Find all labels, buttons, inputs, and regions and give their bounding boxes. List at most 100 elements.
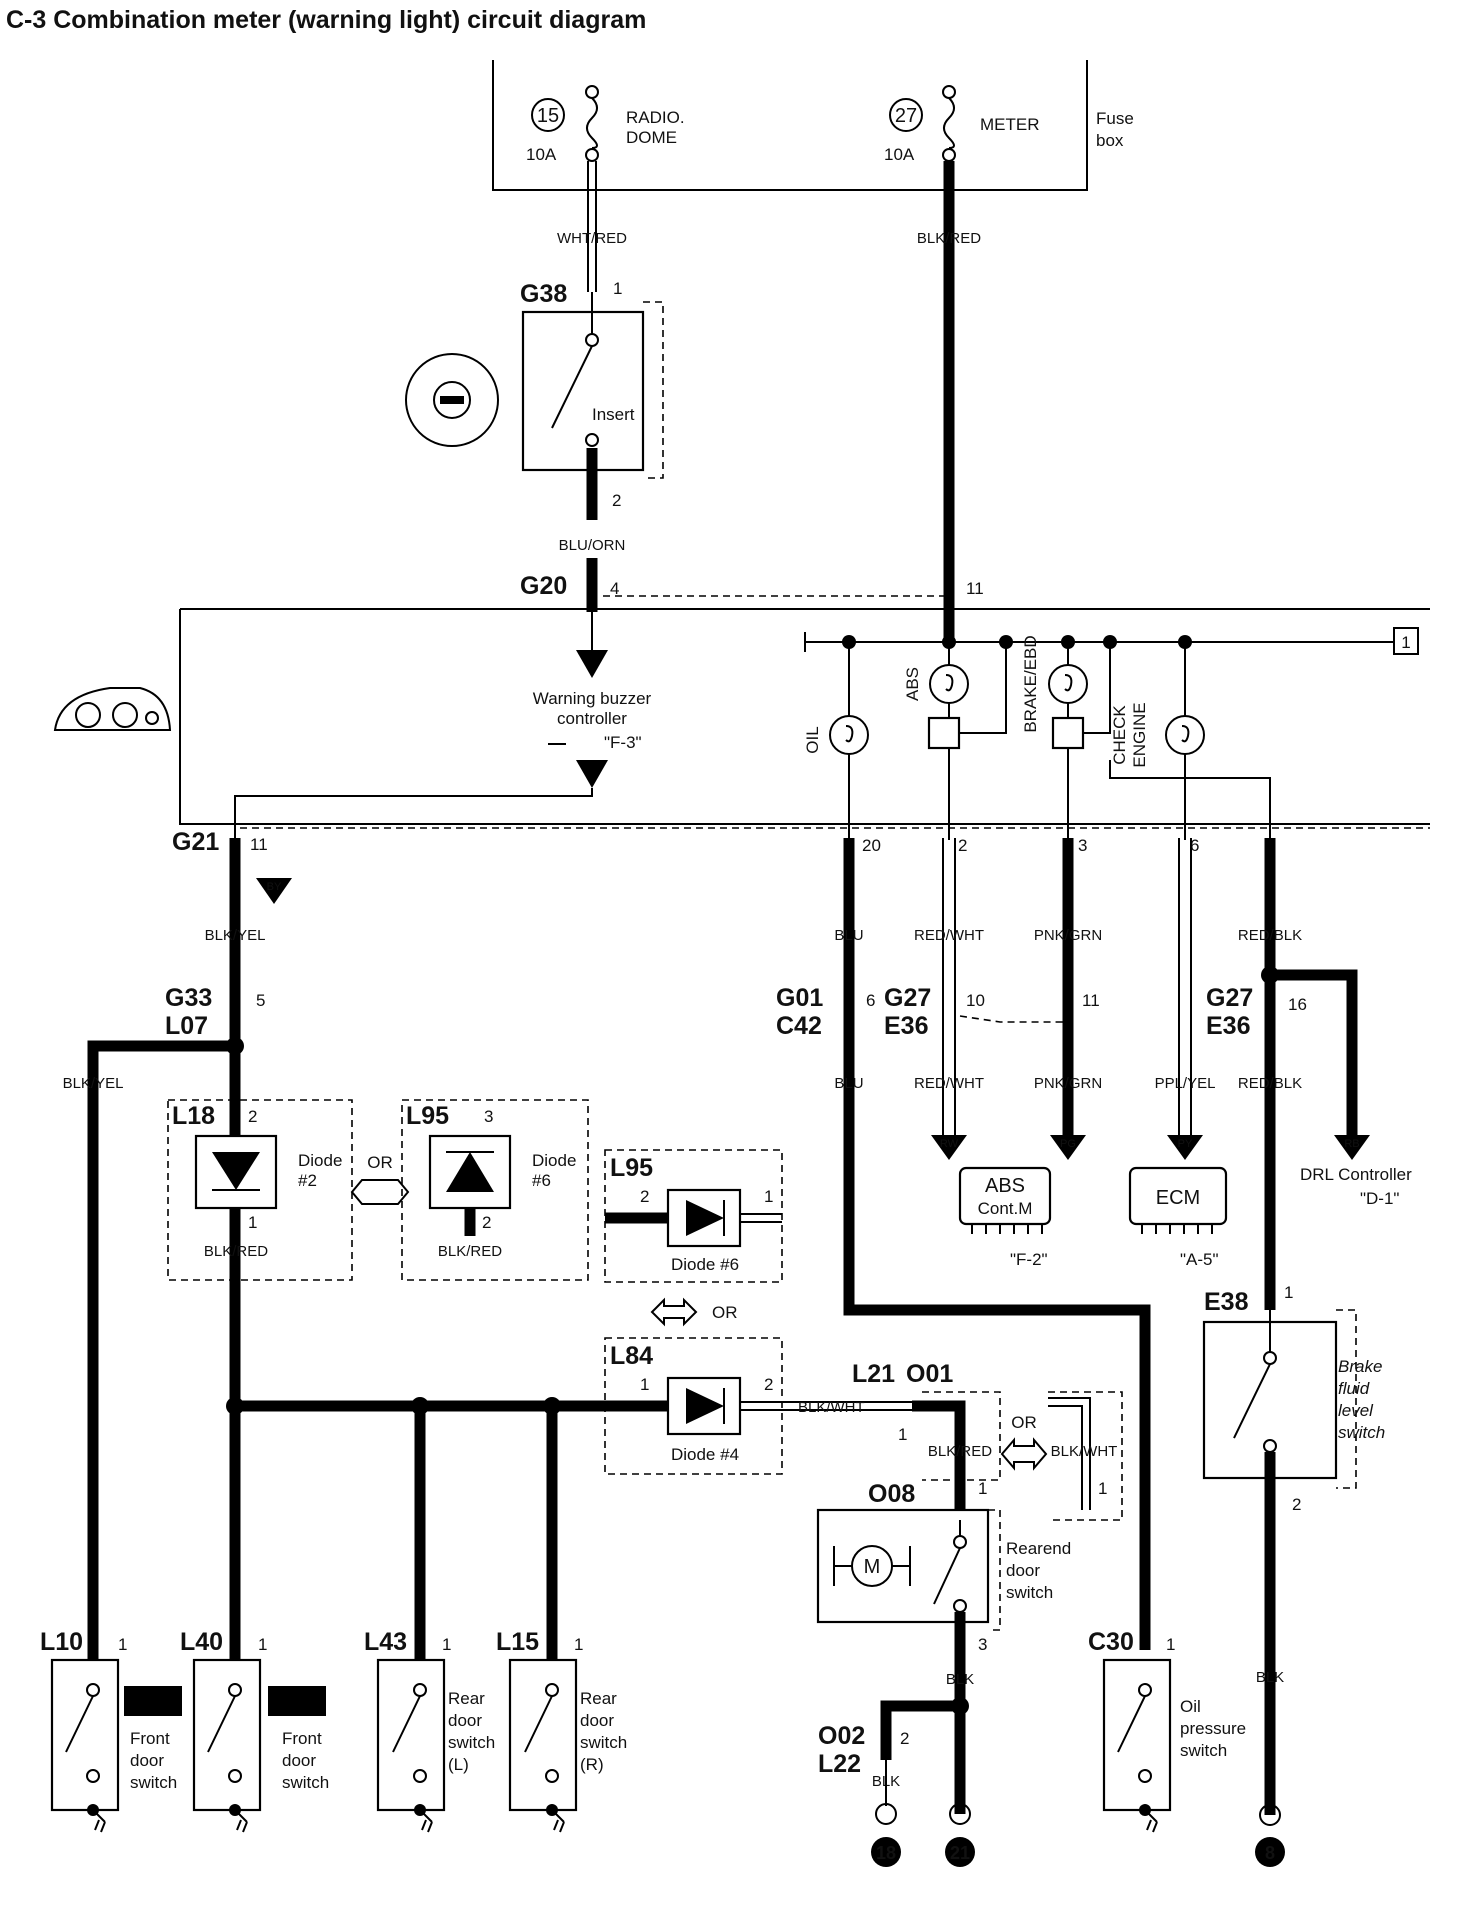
diode-2: L18 2 Diode #2 1 BLK/RED (167, 1099, 353, 1281)
svg-text:RED/WHT: RED/WHT (914, 1075, 984, 1092)
svg-text:ENGINE: ENGINE (1130, 702, 1149, 767)
svg-text:(R): (R) (580, 1755, 604, 1774)
svg-text:BLK/RED: BLK/RED (928, 1443, 992, 1460)
svg-text:Diode #4: Diode #4 (671, 1445, 739, 1464)
svg-text:1: 1 (764, 1187, 773, 1206)
svg-text:G27: G27 (1206, 984, 1253, 1012)
svg-text:door: door (448, 1711, 482, 1730)
svg-text:pressure: pressure (1180, 1719, 1246, 1738)
svg-text:11: 11 (966, 579, 984, 598)
front-door-switch-left: L10 1 Front door switch (40, 1628, 182, 1833)
svg-text:Cont.M: Cont.M (978, 1199, 1033, 1218)
svg-text:1: 1 (640, 1375, 649, 1394)
svg-text:3: 3 (978, 1635, 987, 1654)
svg-text:ECM: ECM (1156, 1187, 1200, 1209)
rear-door-switch-left: L43 1 Rear door switch (L) (364, 1628, 495, 1833)
svg-text:L18: L18 (172, 1102, 215, 1130)
svg-text:BLU: BLU (834, 1075, 863, 1092)
svg-text:Front: Front (282, 1729, 322, 1748)
svg-text:OR: OR (712, 1303, 738, 1322)
svg-text:L95: L95 (406, 1102, 449, 1130)
svg-text:1: 1 (248, 1213, 257, 1232)
svg-text:8: 8 (1265, 1843, 1275, 1863)
svg-text:BLK: BLK (946, 1671, 974, 1688)
svg-text:L15: L15 (496, 1628, 539, 1656)
svg-text:BLK/YEL: BLK/YEL (63, 1075, 124, 1092)
svg-text:1: 1 (978, 1479, 987, 1498)
svg-text:Rear: Rear (448, 1689, 485, 1708)
svg-text:BLK: BLK (1256, 1669, 1284, 1686)
oil-pressure-switch: C30 1 Oil pressure switch (1088, 1628, 1246, 1833)
svg-text:door: door (130, 1751, 164, 1770)
svg-text:1: 1 (1166, 1635, 1175, 1654)
svg-text:Diode: Diode (298, 1151, 342, 1170)
svg-text:ABS: ABS (985, 1175, 1025, 1197)
svg-text:2: 2 (958, 836, 967, 855)
instrument-cluster-icon (53, 687, 172, 731)
svg-text:4: 4 (610, 579, 619, 598)
svg-text:6: 6 (866, 991, 875, 1010)
svg-text:switch: switch (580, 1733, 627, 1752)
svg-text:2: 2 (900, 1729, 909, 1748)
svg-text:PNK/GRN: PNK/GRN (1034, 927, 1102, 944)
svg-text:BLK/WHT: BLK/WHT (798, 1399, 865, 1416)
svg-text:Rear: Rear (580, 1689, 617, 1708)
svg-text:Insert: Insert (592, 405, 635, 424)
svg-text:2: 2 (764, 1375, 773, 1394)
svg-text:1: 1 (1401, 633, 1410, 652)
ground-21: 21 (945, 1803, 975, 1867)
svg-text:PNK/GRN: PNK/GRN (1034, 1075, 1102, 1092)
svg-text:level: level (1338, 1401, 1374, 1420)
svg-text:O08: O08 (868, 1480, 915, 1508)
svg-text:CHECK: CHECK (1110, 705, 1129, 765)
svg-text:27: 27 (895, 105, 917, 127)
svg-text:C42: C42 (776, 1012, 822, 1040)
svg-text:switch: switch (1006, 1583, 1053, 1602)
svg-text:1: 1 (613, 279, 622, 298)
svg-text:door: door (282, 1751, 316, 1770)
svg-text:DOME: DOME (626, 128, 677, 147)
svg-text:2: 2 (612, 491, 621, 510)
svg-text:5: 5 (256, 991, 265, 1010)
svg-text:18: 18 (876, 1843, 896, 1863)
svg-text:2: 2 (482, 1213, 491, 1232)
svg-text:L95: L95 (610, 1154, 653, 1182)
svg-text:1: 1 (1284, 1283, 1293, 1302)
svg-text:door: door (1006, 1561, 1040, 1580)
svg-text:1: 1 (1098, 1479, 1107, 1498)
ground-8: 8 (1255, 1804, 1285, 1867)
ignition-key-icon (405, 353, 499, 447)
svg-text:L40: L40 (180, 1628, 223, 1656)
svg-text:G01: G01 (776, 984, 823, 1012)
svg-text:L07: L07 (165, 1012, 208, 1040)
svg-text:RW: RW (940, 1138, 959, 1150)
svg-text:L84: L84 (610, 1342, 653, 1370)
svg-text:"F-3": "F-3" (604, 733, 642, 752)
svg-text:DRL Controller: DRL Controller (1300, 1165, 1412, 1184)
svg-text:Rearend: Rearend (1006, 1539, 1071, 1558)
svg-text:Fuse: Fuse (1096, 109, 1134, 128)
svg-text:BLK/RED: BLK/RED (204, 1243, 268, 1260)
ground-18: 18 (871, 1803, 901, 1867)
svg-text:"F-2": "F-2" (1010, 1250, 1048, 1269)
svg-text:O02: O02 (818, 1722, 865, 1750)
svg-text:20: 20 (862, 836, 881, 855)
svg-text:OR: OR (1011, 1413, 1037, 1432)
svg-text:C30: C30 (1088, 1628, 1134, 1656)
svg-text:RED/BLK: RED/BLK (1238, 1075, 1302, 1092)
svg-text:switch: switch (130, 1773, 177, 1792)
rearend-door-switch: O08 1 M Rearend door switch (816, 1479, 1071, 1631)
diode-6-alt: L95 3 Diode #6 2 BLK/RED (401, 1099, 589, 1281)
svg-text:BLK/RED: BLK/RED (438, 1243, 502, 1260)
svg-text:3: 3 (1078, 836, 1087, 855)
svg-text:METER: METER (980, 115, 1040, 134)
combination-meter: Warning buzzer controller "F-3" 1 OIL AB… (53, 608, 1430, 840)
svg-text:1: 1 (574, 1635, 583, 1654)
svg-text:BY: BY (267, 881, 282, 893)
svg-text:switch: switch (1338, 1423, 1385, 1442)
svg-text:#2: #2 (298, 1171, 317, 1190)
svg-text:15: 15 (537, 105, 559, 127)
ecm-module: ECM "A-5" (1128, 1166, 1228, 1269)
diagram-title: C-3 Combination meter (warning light) ci… (6, 6, 646, 34)
